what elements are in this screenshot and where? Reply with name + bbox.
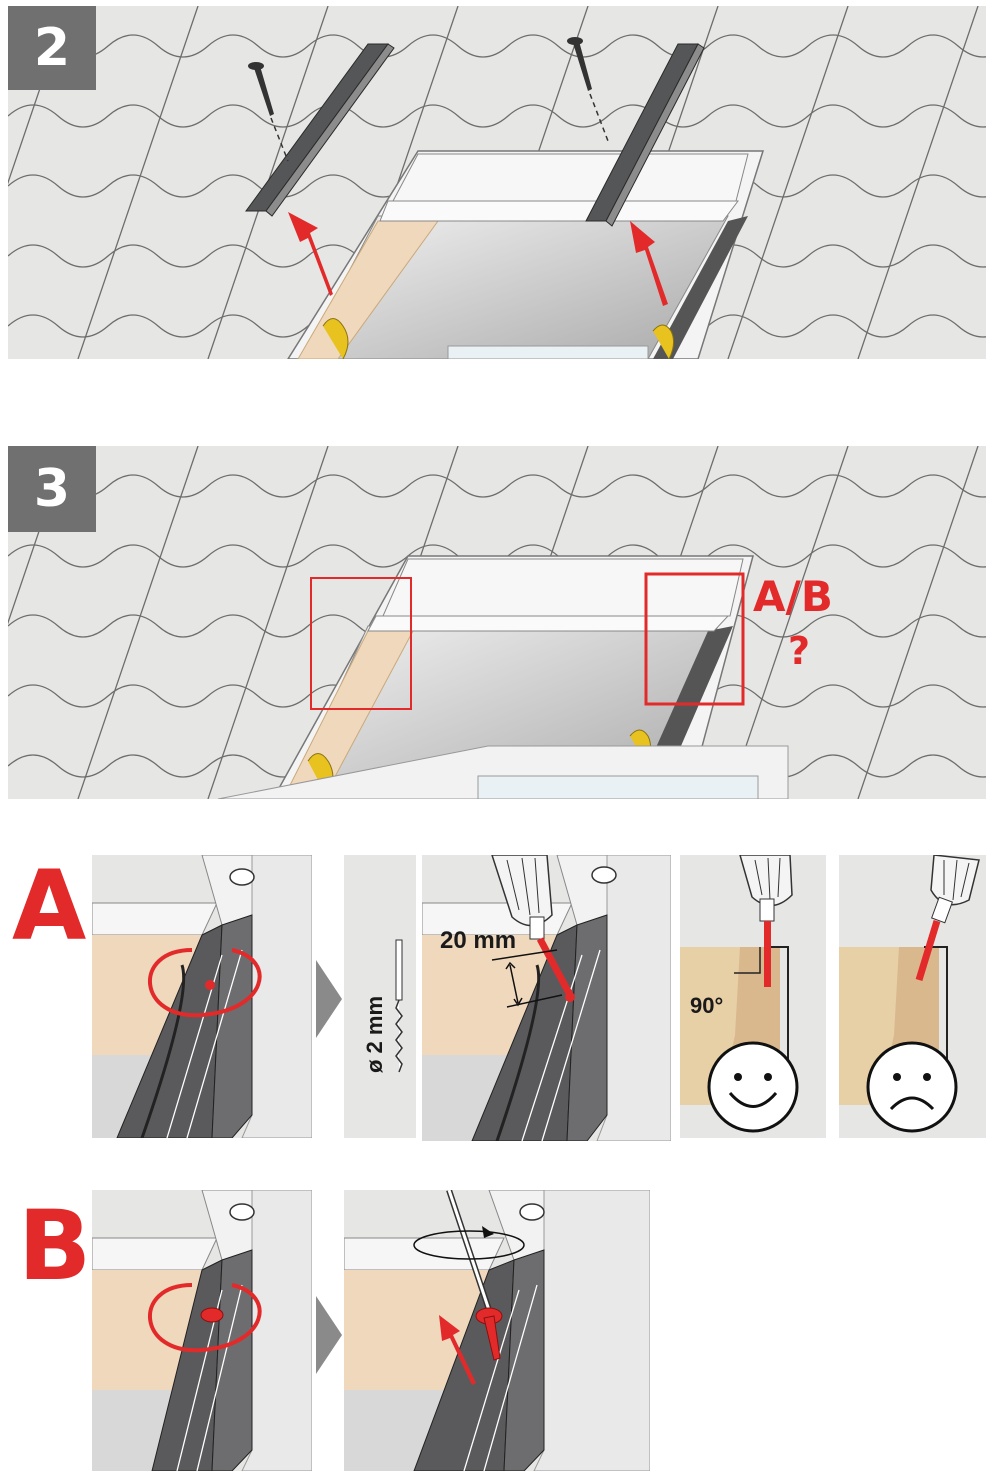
option-a-detail-panel [92,855,312,1138]
screw-head-icon [520,1204,544,1220]
step-number-badge: 2 [8,6,96,90]
roof-window-frame [288,151,763,359]
screwing-panel [344,1190,650,1471]
screw-head-icon [201,1308,223,1322]
step-number: 3 [34,459,70,519]
smiley-face-icon [709,1043,797,1131]
step-2-illustration [8,6,986,359]
option-b-detail-panel [92,1190,312,1471]
option-question-mark: ? [788,629,810,673]
drilling-panel: 20 mm [422,855,671,1141]
next-step-arrow-icon [316,1296,342,1374]
drill-bit-panel: ø 2 mm [344,855,416,1138]
drill-icon [919,855,979,980]
frowning-face-icon [868,1043,956,1131]
drill-depth-label: 20 mm [440,927,516,954]
option-a-label: A [12,858,86,954]
next-step-arrow-icon [316,960,342,1038]
screw-head-icon [230,1204,254,1220]
wrong-angle-panel [839,855,986,1138]
screw-head-icon [592,867,616,883]
drill-bit-icon [396,940,402,1072]
flashing-profile-left [246,44,394,216]
angle-label: 90° [690,993,723,1018]
step-number: 2 [34,18,70,78]
screw-head-icon [230,869,254,885]
step-3-panel: A/B ? 3 [8,446,986,799]
roof-window-frame [218,556,788,799]
step-3-illustration: A/B ? [8,446,986,799]
option-b-label: B [18,1198,91,1294]
drill-point-marker [205,980,215,990]
step-number-badge: 3 [8,446,96,532]
option-callout: A/B [753,572,833,621]
screw-icon [248,62,288,161]
step-2-panel: 2 [8,6,986,359]
correct-angle-panel: 90° [680,855,826,1138]
drill-diameter-label: ø 2 mm [362,996,387,1073]
